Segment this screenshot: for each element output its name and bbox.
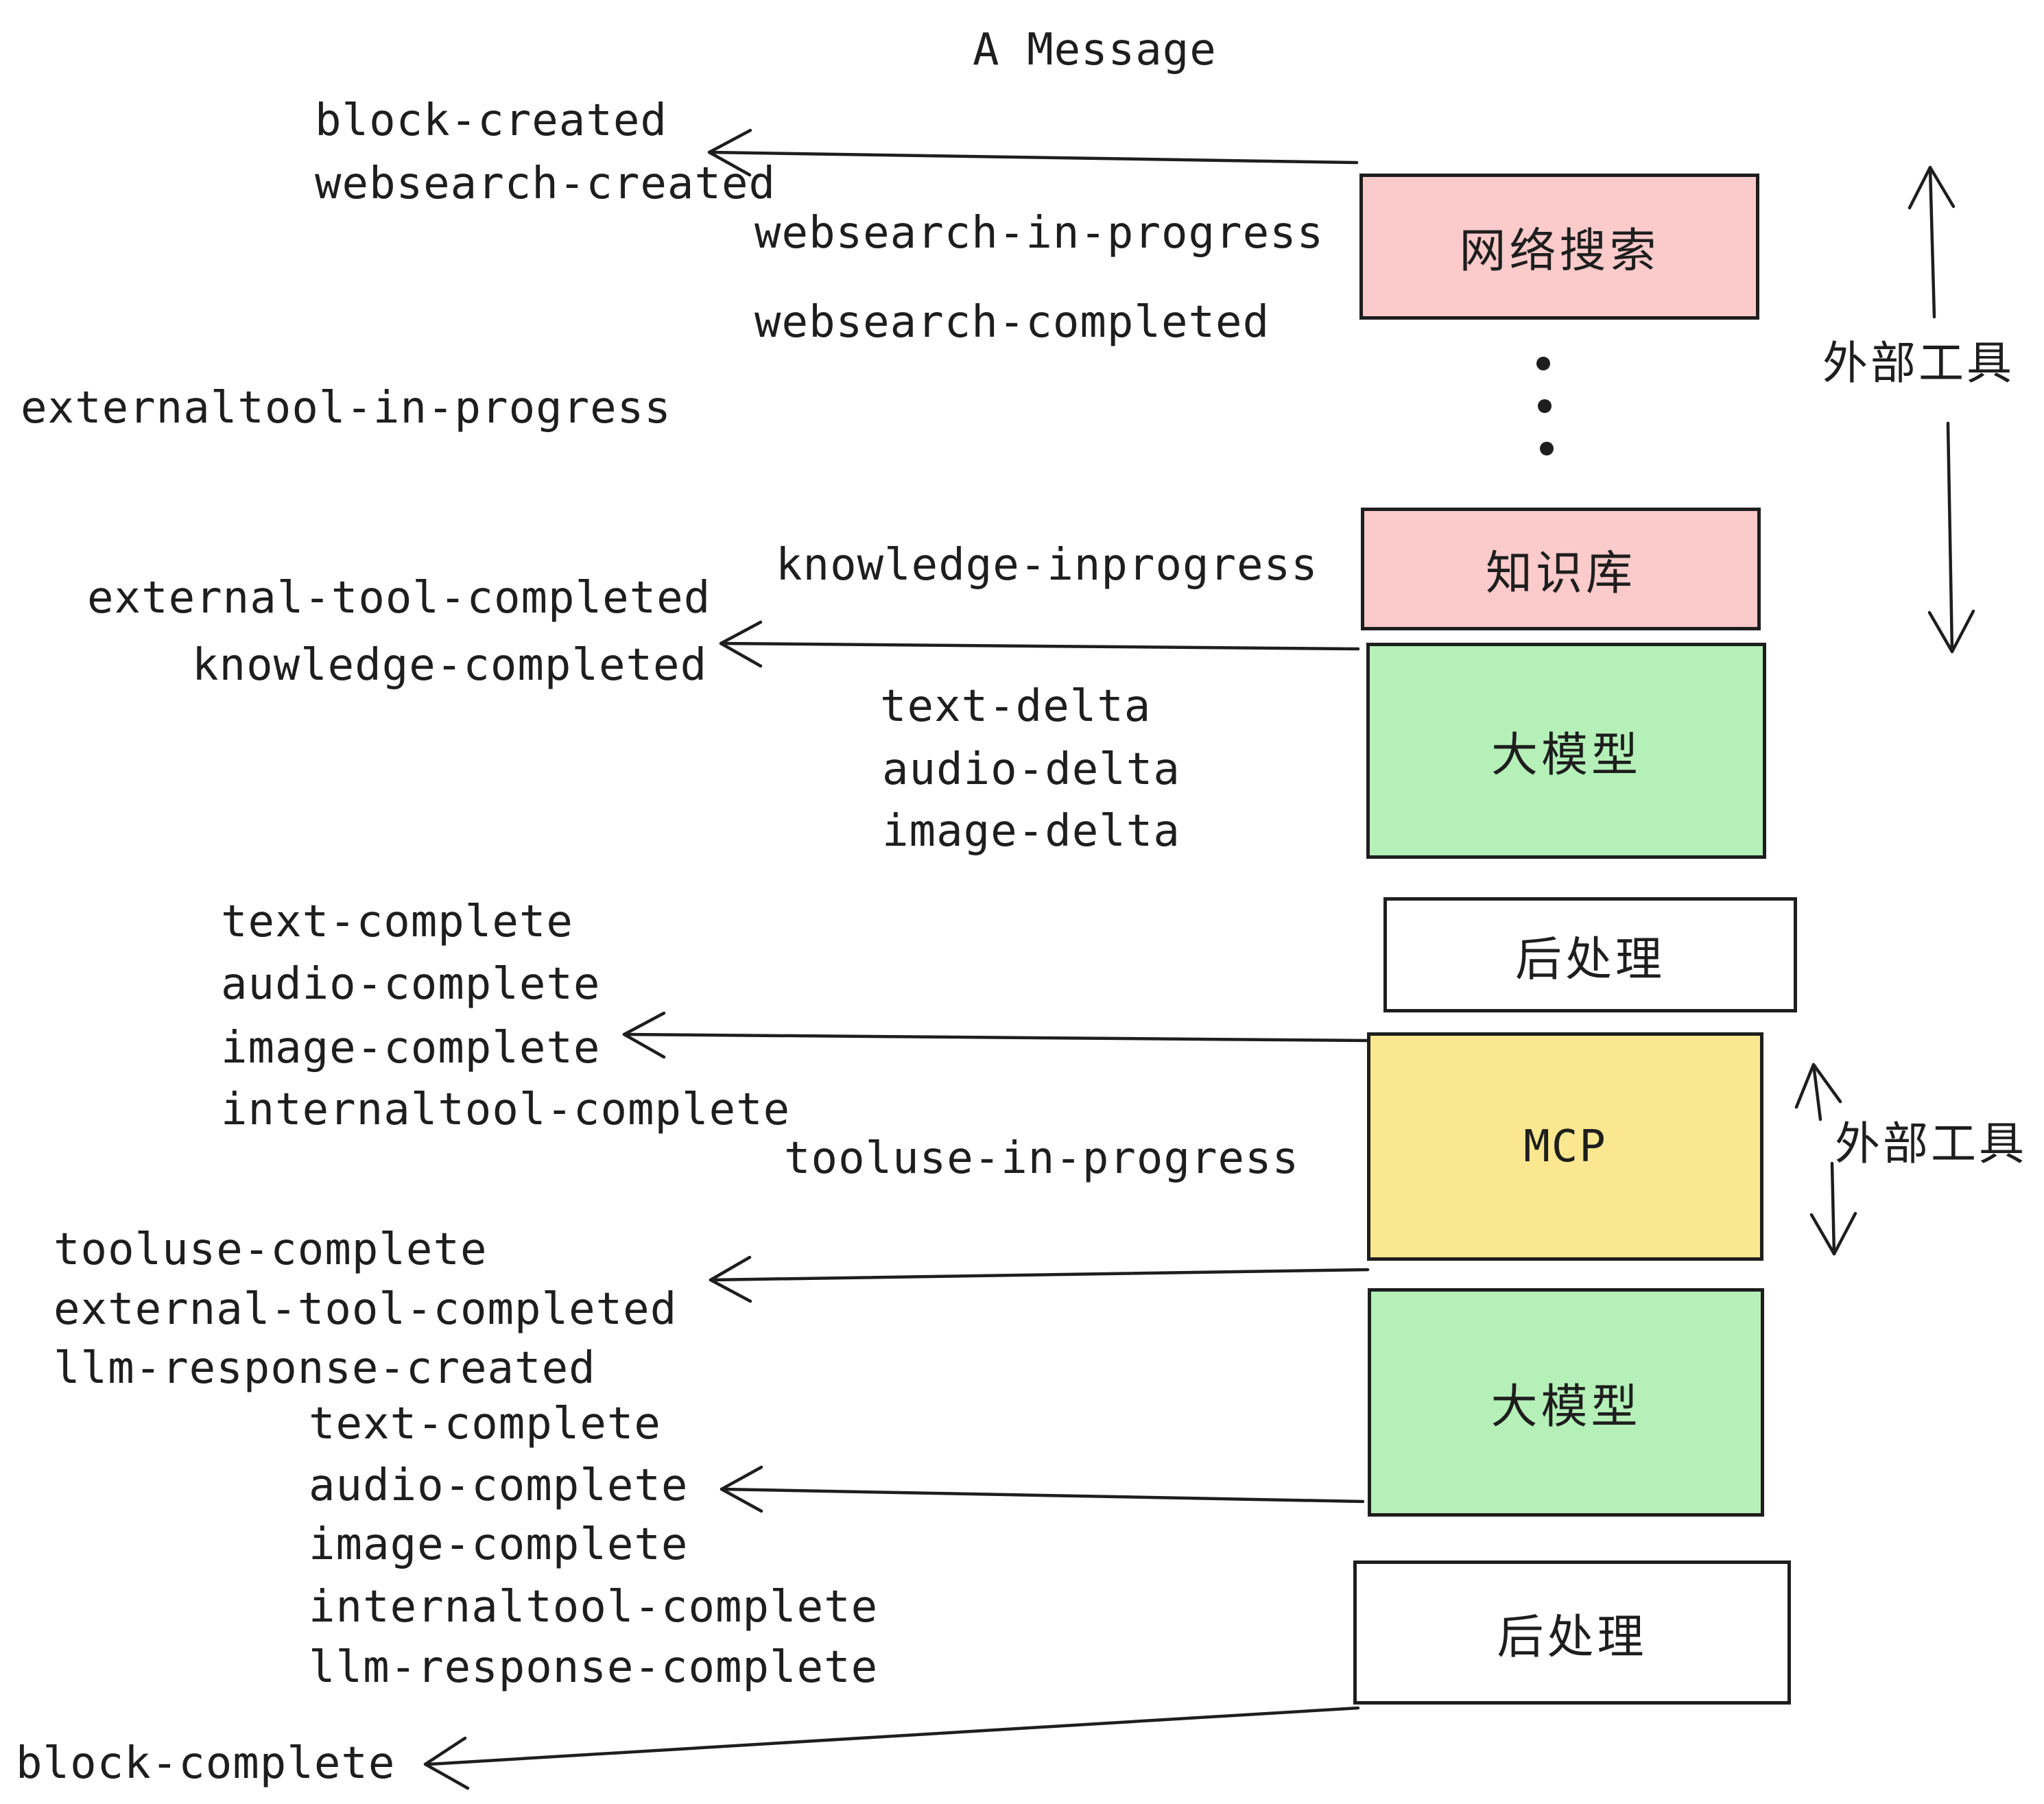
arrow-block-complete xyxy=(423,1706,1360,1790)
arrow-knowledge-completed xyxy=(719,620,1360,668)
event-label-audio-delta-1: audio-delta xyxy=(882,744,1180,795)
event-label-websearch-in-progress: websearch-in-progress xyxy=(754,208,1324,259)
event-label-text-complete-2: text-complete xyxy=(309,1399,661,1449)
node-llm-2: 大模型 xyxy=(1368,1288,1764,1517)
event-label-text-complete-1: text-complete xyxy=(221,897,573,947)
arrow-tooluse-complete xyxy=(709,1255,1370,1303)
ellipsis-dot xyxy=(1540,442,1554,455)
event-label-image-complete-2: image-complete xyxy=(309,1519,689,1570)
arrow-websearch-created xyxy=(707,128,1359,177)
event-label-websearch-completed: websearch-completed xyxy=(754,297,1270,348)
event-label-tooluse-in-progress: tooluse-in-progress xyxy=(784,1133,1300,1184)
node-knowledge-base: 知识库 xyxy=(1361,508,1761,630)
event-label-websearch-created: websearch-created xyxy=(315,158,776,209)
page-title: A Message xyxy=(973,25,1217,75)
event-label-knowledge-completed: knowledge-completed xyxy=(192,640,708,691)
node-llm-1: 大模型 xyxy=(1366,643,1766,859)
node-mcp: MCP xyxy=(1367,1032,1763,1261)
event-label-audio-complete-1: audio-complete xyxy=(221,959,601,1010)
event-label-block-complete: block-complete xyxy=(16,1738,396,1789)
arrow-external-tool-up-1 xyxy=(1908,165,1956,319)
event-label-llm-response-created: llm-response-created xyxy=(54,1343,596,1394)
event-label-external-tool-completed-1: external-tool-completed xyxy=(87,573,711,624)
side-label-external-tools-top: 外部工具 xyxy=(1822,337,2015,390)
side-label-external-tools-bottom: 外部工具 xyxy=(1835,1117,2027,1170)
event-label-audio-complete-2: audio-complete xyxy=(309,1460,689,1511)
arrow-external-tool-up-2 xyxy=(1794,1063,1842,1121)
arrow-external-tool-down-2 xyxy=(1809,1161,1857,1256)
arrow-llm-response-complete xyxy=(720,1465,1365,1513)
ellipsis-dot xyxy=(1536,357,1550,370)
ellipsis-dot xyxy=(1538,399,1552,413)
event-label-internaltool-complete-1: internaltool-complete xyxy=(221,1084,791,1135)
event-label-knowledge-inprogress: knowledge-inprogress xyxy=(776,540,1318,591)
event-label-image-delta-1: image-delta xyxy=(882,806,1180,857)
node-postprocess-2: 后处理 xyxy=(1353,1560,1791,1705)
arrow-internaltool-complete xyxy=(622,1011,1370,1059)
node-websearch: 网络搜索 xyxy=(1359,174,1759,320)
event-label-block-created: block-created xyxy=(315,95,667,146)
event-label-internaltool-complete-2: internaltool-complete xyxy=(309,1582,879,1633)
event-label-external-tool-completed-2: external-tool-completed xyxy=(54,1284,678,1335)
event-label-text-delta-1: text-delta xyxy=(880,681,1152,732)
event-label-externaltool-in-progress: externaltool-in-progress xyxy=(21,383,672,434)
node-postprocess-1: 后处理 xyxy=(1383,897,1797,1012)
arrow-external-tool-down-1 xyxy=(1927,421,1975,654)
event-label-image-complete-1: image-complete xyxy=(221,1023,601,1073)
event-label-tooluse-complete: tooluse-complete xyxy=(54,1224,488,1275)
event-label-llm-response-complete: llm-response-complete xyxy=(309,1642,879,1693)
